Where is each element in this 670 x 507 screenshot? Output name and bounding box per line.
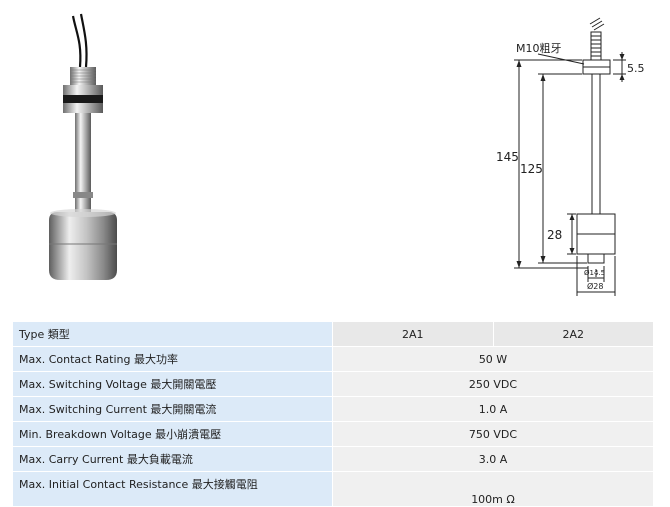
row-value: 50 W xyxy=(332,346,654,372)
hex-nut xyxy=(63,85,103,95)
table-row: Max. Contact Rating 最大功率 50 W xyxy=(12,346,654,372)
row-label: Max. Contact Rating 最大功率 xyxy=(12,346,333,372)
float-ball xyxy=(49,212,117,280)
spec-table: Type 類型 2A1 2A2 Max. Contact Rating 最大功率… xyxy=(12,321,654,507)
table-row: Max. Initial Contact Resistance 最大接觸電阻 1… xyxy=(12,471,654,507)
dimension-5-5: 5.5 xyxy=(627,62,645,75)
gasket xyxy=(63,95,103,103)
row-label: Min. Breakdown Voltage 最小崩潰電壓 xyxy=(12,421,333,447)
row-label: Max. Carry Current 最大負載電流 xyxy=(12,446,333,472)
table-row: Max. Carry Current 最大負載電流 3.0 A xyxy=(12,446,654,472)
row-label: Max. Switching Voltage 最大開關電壓 xyxy=(12,371,333,397)
product-photo xyxy=(49,13,117,280)
model-2a1-header: 2A1 xyxy=(332,321,494,347)
dimension-28: 28 xyxy=(547,228,562,242)
stem xyxy=(75,113,91,218)
wire xyxy=(79,13,88,68)
row-label: Max. Switching Current 最大開關電流 xyxy=(12,396,333,422)
row-value: 250 VDC xyxy=(332,371,654,397)
hex-nut xyxy=(63,103,103,113)
row-value: 3.0 A xyxy=(332,446,654,472)
row-value: 750 VDC xyxy=(332,421,654,447)
stopper-clip xyxy=(73,192,93,198)
type-header: Type 類型 xyxy=(12,321,333,347)
diameter-small: Ø14.5 xyxy=(584,269,605,277)
row-value: 1.0 A xyxy=(332,396,654,422)
dimension-125: 125 xyxy=(520,162,543,176)
thread-label: M10粗牙 xyxy=(516,42,562,55)
dimension-145: 145 xyxy=(496,150,519,164)
table-row: Max. Switching Voltage 最大開關電壓 250 VDC xyxy=(12,371,654,397)
wire xyxy=(71,15,82,68)
table-row: Max. Switching Current 最大開關電流 1.0 A xyxy=(12,396,654,422)
row-label: Max. Initial Contact Resistance 最大接觸電阻 xyxy=(12,471,333,507)
table-header-row: Type 類型 2A1 2A2 xyxy=(12,321,654,347)
table-row: Min. Breakdown Voltage 最小崩潰電壓 750 VDC xyxy=(12,421,654,447)
diameter-large: Ø28 xyxy=(587,281,603,291)
row-value: 100m Ω xyxy=(332,471,654,507)
dimension-drawing: M10粗牙 5.5 145 125 28 Ø14.5 Ø28 xyxy=(496,17,645,296)
model-2a2-header: 2A2 xyxy=(492,321,654,347)
